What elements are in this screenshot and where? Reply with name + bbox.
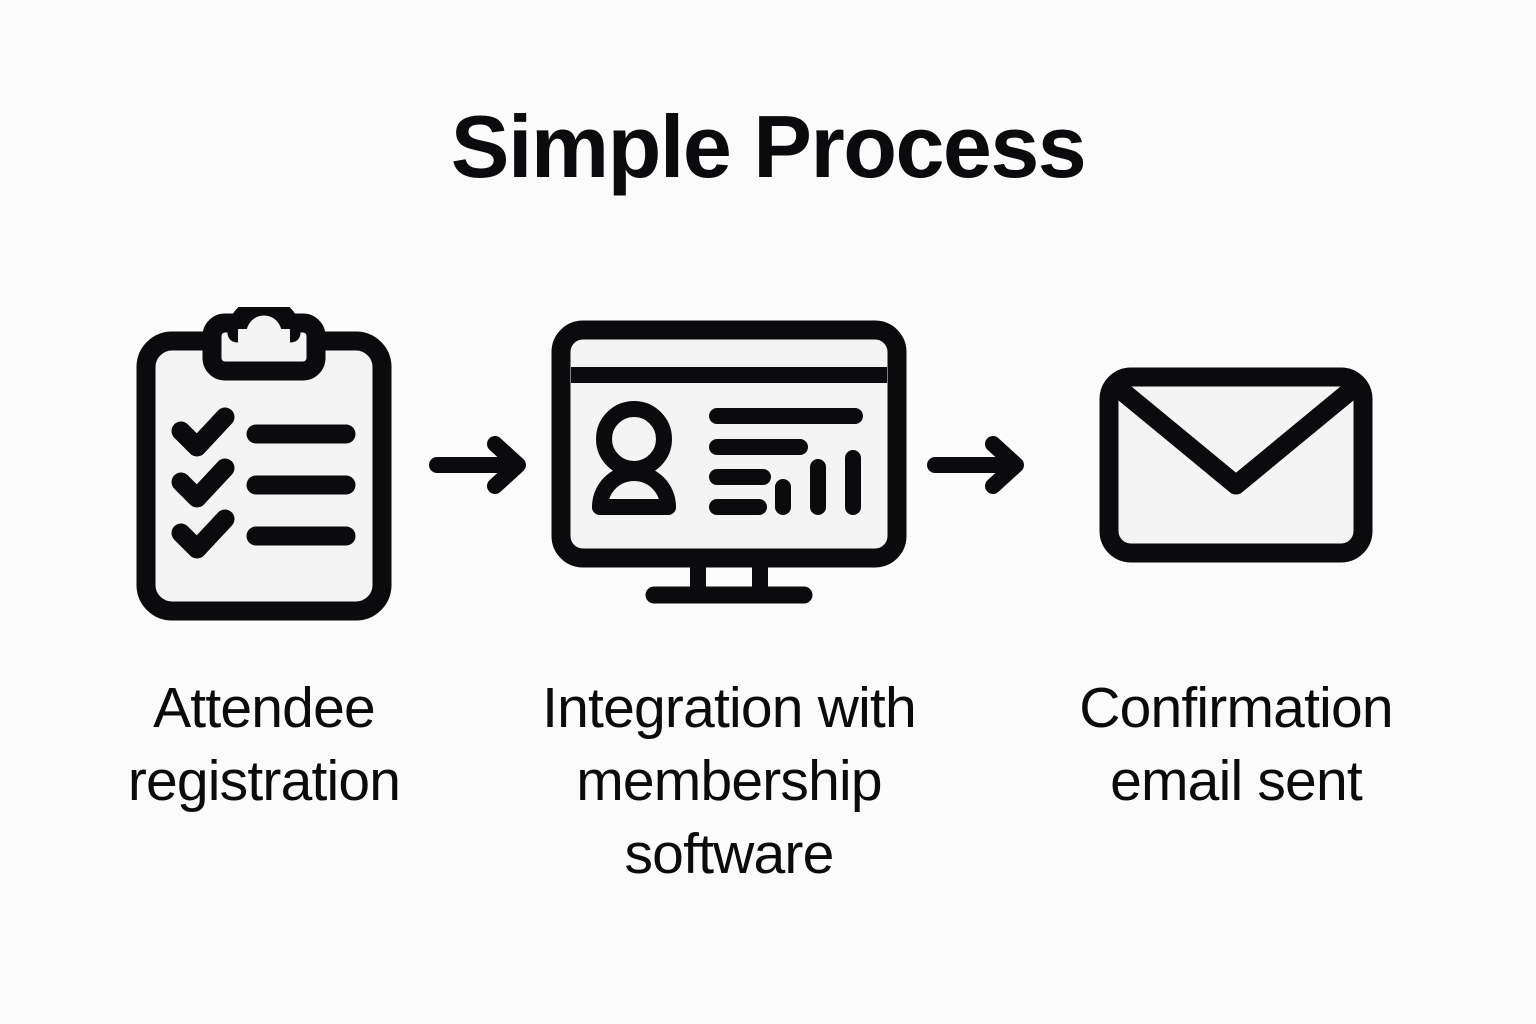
connector-2-wrap — [925, 300, 1033, 630]
arrow-right-icon — [927, 436, 1024, 494]
step-3-icon-wrap — [1098, 300, 1374, 630]
connector-1-wrap — [427, 300, 535, 630]
clipboard-checklist-icon — [136, 307, 392, 621]
process-step-2: Integration with membership software — [539, 300, 919, 891]
process-step-3: Confirmation email sent — [1041, 300, 1431, 818]
step-2-icon-wrap — [550, 300, 908, 630]
step-2-label: Integration with membership software — [542, 676, 917, 886]
process-step-1: Attendee registration — [105, 300, 423, 818]
process-flow: Attendee registration — [0, 300, 1536, 891]
desktop-monitor-profile-dashboard-icon — [551, 320, 907, 604]
step-1-label: Attendee registration — [127, 676, 401, 813]
arrow-right-icon — [429, 436, 526, 494]
page-title: Simple Process — [450, 97, 1087, 196]
step-1-icon-wrap — [134, 300, 394, 630]
step-3-label: Confirmation email sent — [1079, 676, 1393, 813]
envelope-email-icon — [1099, 367, 1373, 563]
